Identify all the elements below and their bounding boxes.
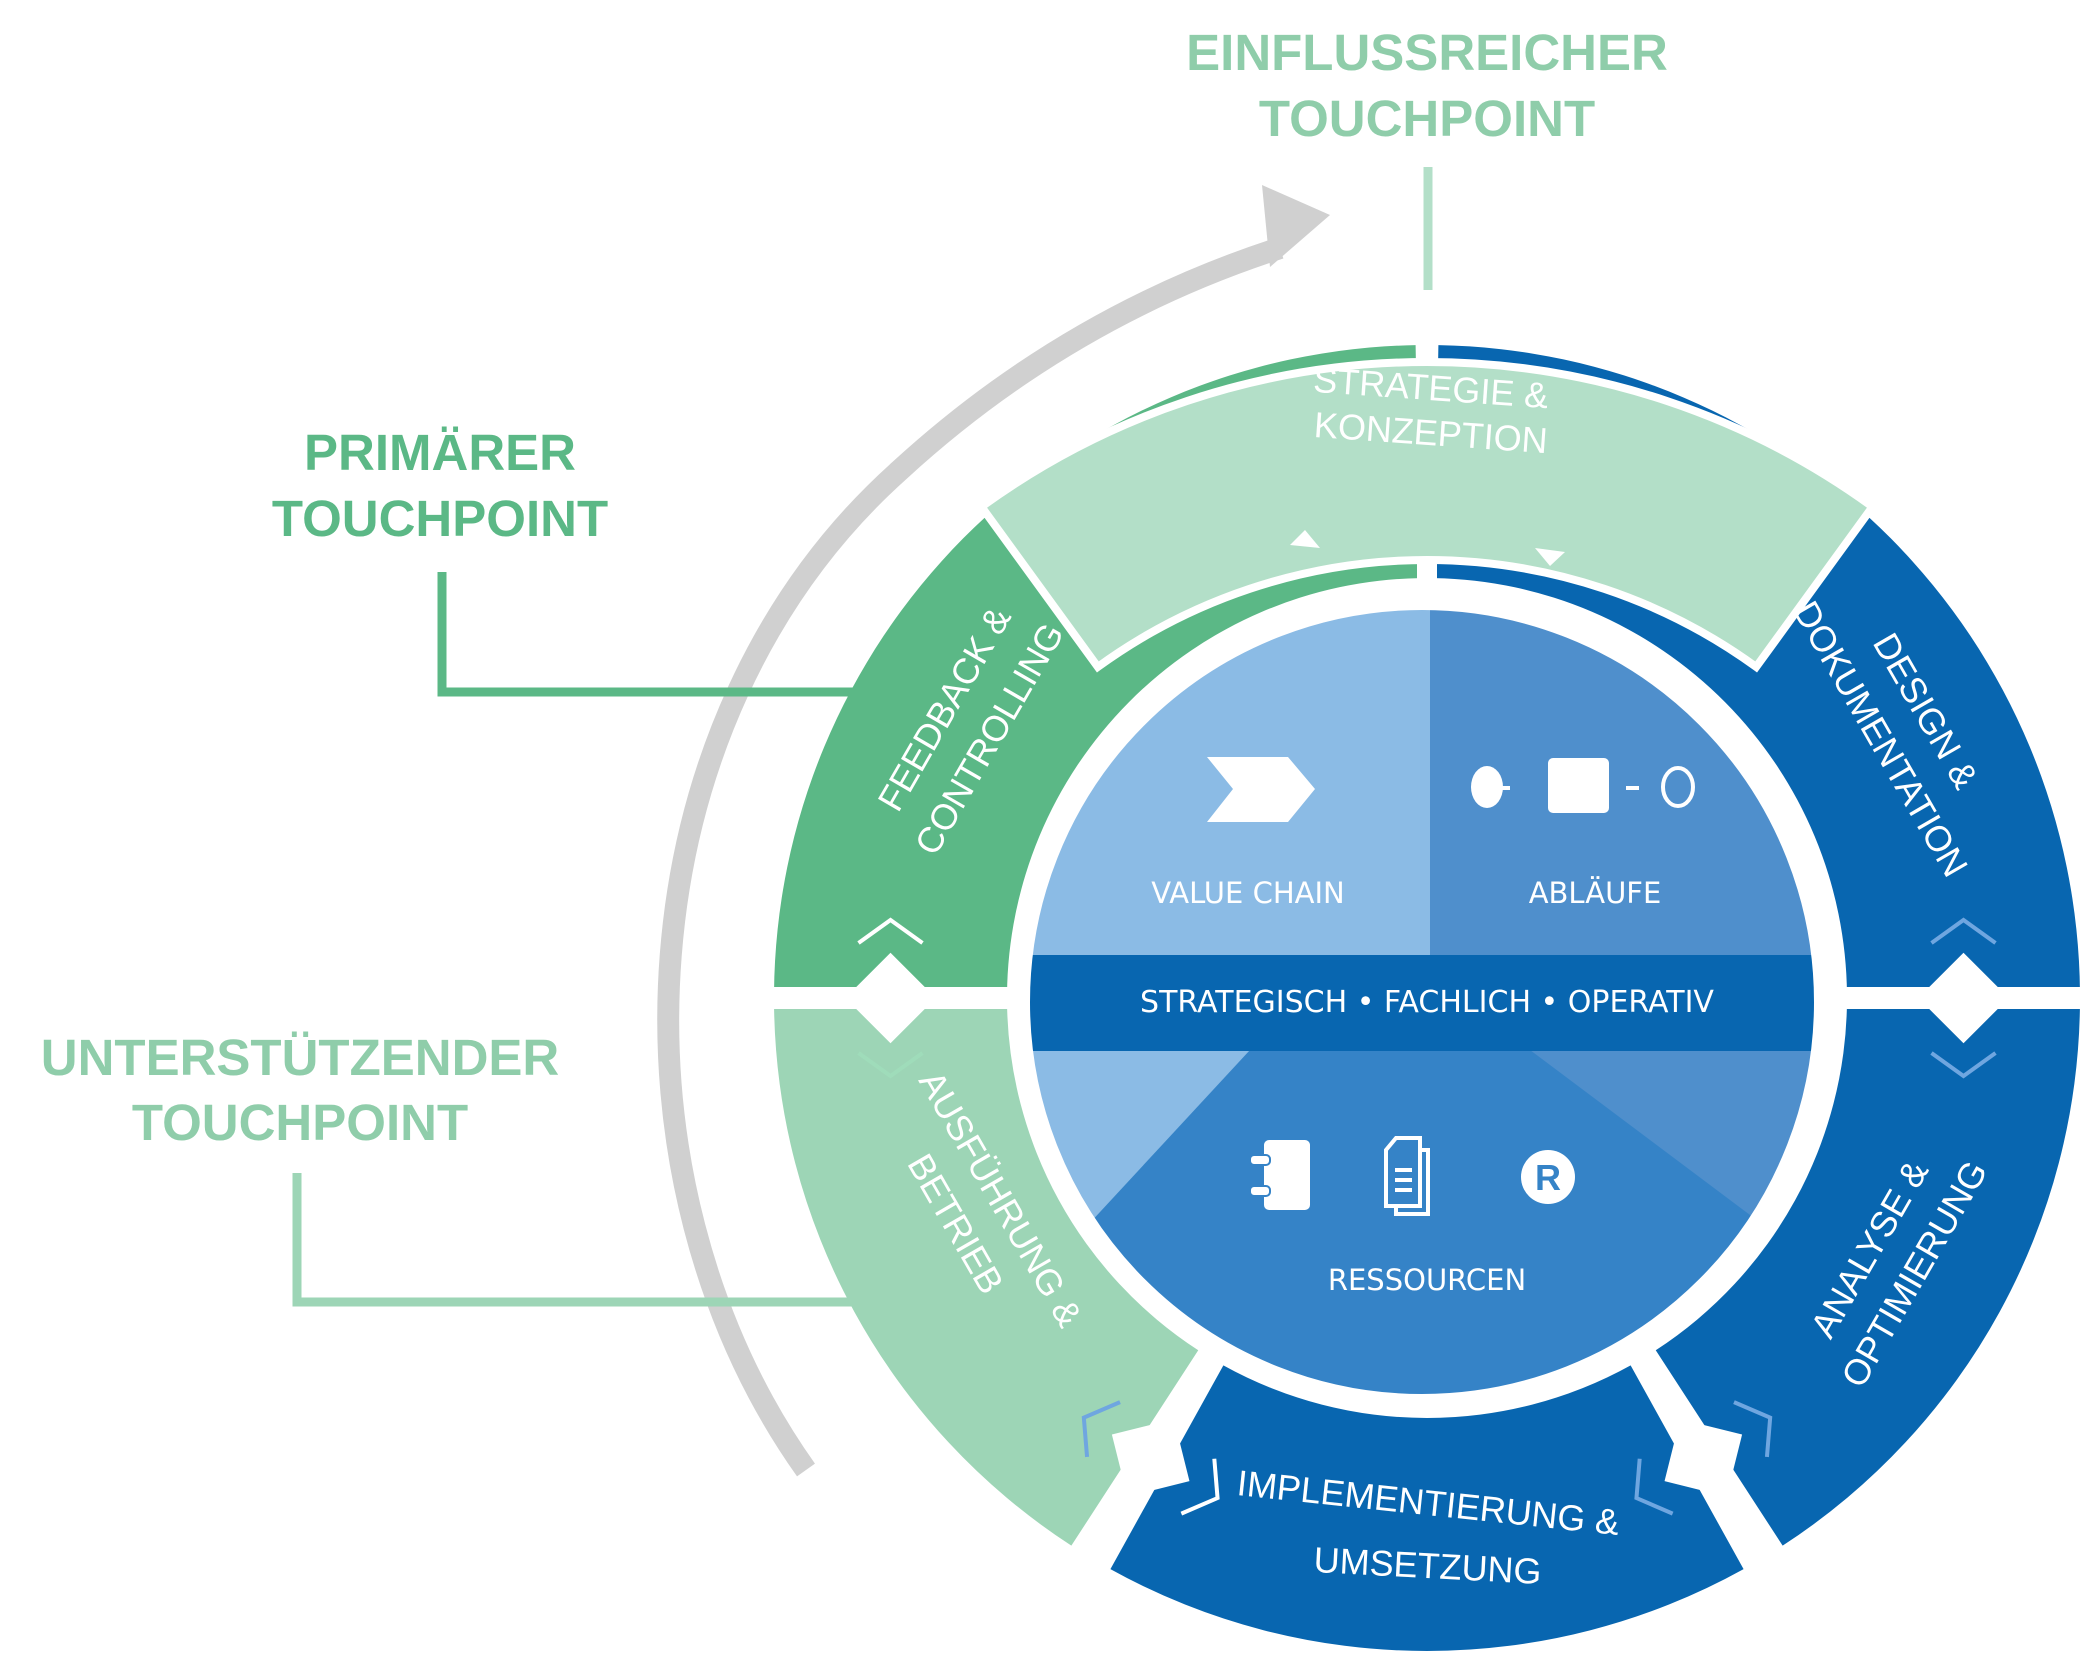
resources-label: RESSOURCEN (1328, 1263, 1526, 1297)
connector-diamond (1634, 1400, 1773, 1516)
documents-icon (1384, 1136, 1430, 1216)
curved-arrow-icon (1262, 185, 1330, 267)
band-label: STRATEGISCH • FACHLICH • OPERATIV (1140, 985, 1714, 1020)
process-flow-icon (1471, 758, 1695, 813)
influential-callout-line2: TOUCHPOINT (1259, 90, 1595, 147)
chevron-icon (1081, 1400, 1121, 1458)
segment-analysis-shape[interactable] (1655, 1001, 2080, 1546)
strategy-notch (1290, 530, 1320, 548)
processes-label: ABLÄUFE (1529, 876, 1662, 910)
value-chain-label: VALUE CHAIN (1151, 876, 1344, 910)
registered-icon: R (1521, 1150, 1575, 1204)
svg-text:R: R (1535, 1157, 1561, 1198)
segment-strategy[interactable]: STRATEGIE & KONZEPTION (975, 358, 1879, 673)
influential-callout-line1: EINFLUSSREICHER (1186, 24, 1668, 81)
primary-callout-line2: TOUCHPOINT (272, 490, 608, 547)
chevron-icon (857, 917, 924, 945)
strategy-segment-shape[interactable] (975, 358, 1879, 673)
chevron-icon (1930, 1051, 1997, 1079)
supporting-connector (292, 1173, 860, 1307)
primary-connector (437, 572, 860, 697)
chevron-icon (1634, 1458, 1674, 1516)
chevron-icon (1930, 917, 1997, 945)
notebook-icon (1249, 1140, 1310, 1210)
diamond-icon (1111, 1419, 1190, 1497)
core-band (1027, 955, 1817, 1051)
chevron-arrow-icon (1207, 757, 1315, 822)
supporting-callout-line1: UNTERSTÜTZENDER (41, 1029, 560, 1086)
cycle-arrow-shaft (657, 237, 1284, 1477)
strategy-notch-right (1535, 548, 1565, 566)
cycle-arrow (657, 185, 1330, 1477)
supporting-callout-line2: TOUCHPOINT (132, 1094, 468, 1151)
chevron-icon (1733, 1400, 1773, 1458)
segment-execution-shape[interactable] (774, 1001, 1199, 1546)
segment-implementation-shape[interactable] (1110, 1365, 1744, 1651)
chevron-icon (857, 1051, 924, 1079)
diamond-icon (1664, 1419, 1743, 1497)
chevron-icon (1180, 1458, 1220, 1516)
primary-callout-line1: PRIMÄRER (304, 424, 576, 481)
connector-diamond (1081, 1400, 1220, 1516)
